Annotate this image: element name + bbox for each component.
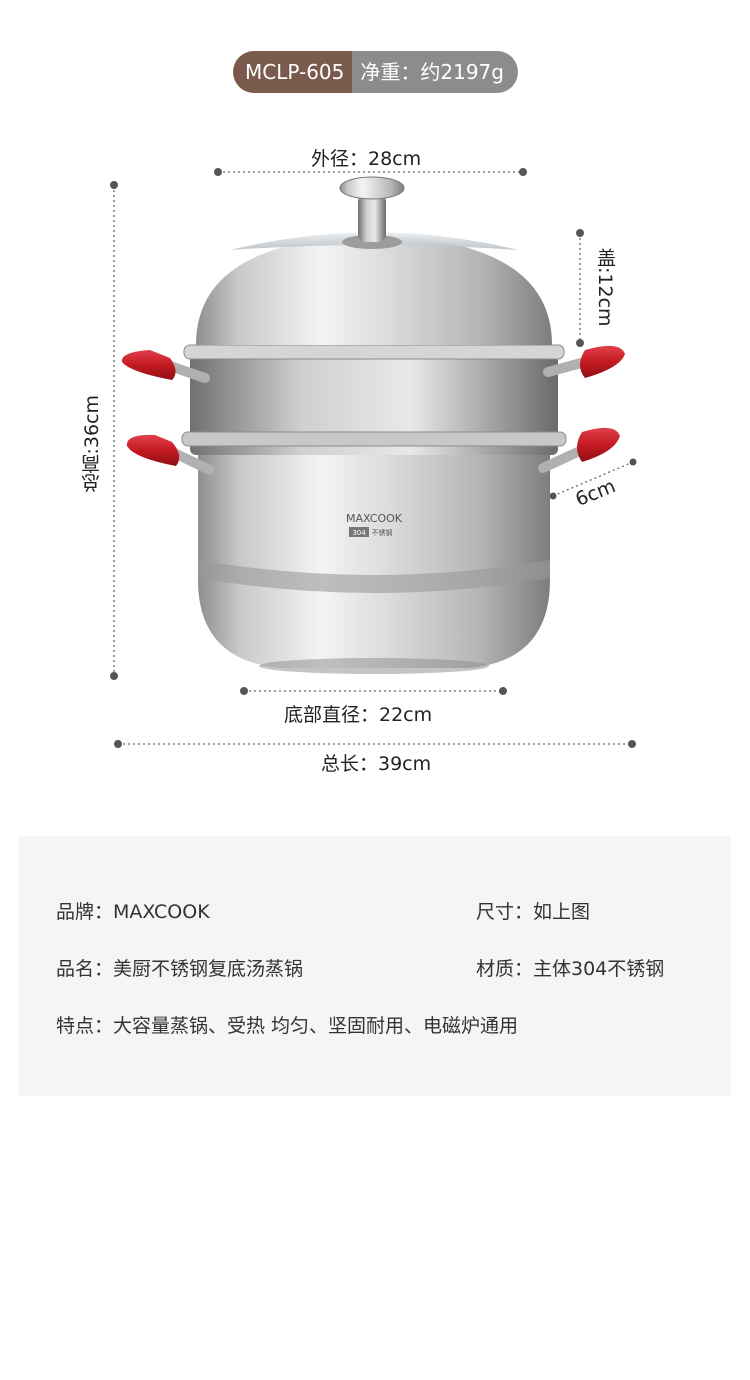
spec-features: 特点：大容量蒸锅、受热 均匀、坚固耐用、电磁炉通用 (56, 1015, 519, 1037)
dimension-endpoints (110, 168, 637, 748)
spec-product-name: 品名：美厨不锈钢复底汤蒸锅 (56, 958, 304, 980)
brand-mark: MAXCOOK 304 不锈钢 (346, 512, 403, 537)
spec-brand: 品牌：MAXCOOK (56, 901, 210, 923)
lower-right-handle (538, 427, 620, 473)
model-weight-badge: MCLP-605 净重：约2197g (233, 51, 518, 93)
upper-right-handle (543, 345, 625, 378)
lower-left-handle (126, 434, 215, 475)
spec-panel: 品牌：MAXCOOK 尺寸：如上图 品名：美厨不锈钢复底汤蒸锅 材质：主体304… (19, 836, 731, 1096)
model-number: MCLP-605 (233, 51, 353, 93)
lid-height-label: 盖:12cm (594, 248, 616, 327)
base-diameter-label: 底部直径：22cm (284, 704, 433, 726)
upper-left-handle (121, 350, 210, 383)
net-weight: 净重：约2197g (352, 51, 518, 93)
total-height-label: 总高:36cm (81, 395, 103, 493)
material-mark-text: 304 (352, 529, 366, 537)
spec-material: 材质：主体304不锈钢 (476, 958, 665, 980)
brand-mark-text: MAXCOOK (346, 512, 403, 525)
dimension-lines (113, 171, 634, 745)
material-text: 不锈钢 (372, 528, 393, 537)
glass-lid (196, 176, 552, 345)
total-length-label: 总长：39cm (321, 753, 432, 775)
pot-base (198, 455, 550, 674)
material-mark-box (349, 527, 369, 537)
steamer-tier (181, 344, 567, 455)
spec-size: 尺寸：如上图 (476, 901, 591, 923)
steamer-pot-illustration: MAXCOOK 304 不锈钢 (110, 168, 637, 748)
outer-diameter-label: 外径：28cm (311, 148, 422, 170)
